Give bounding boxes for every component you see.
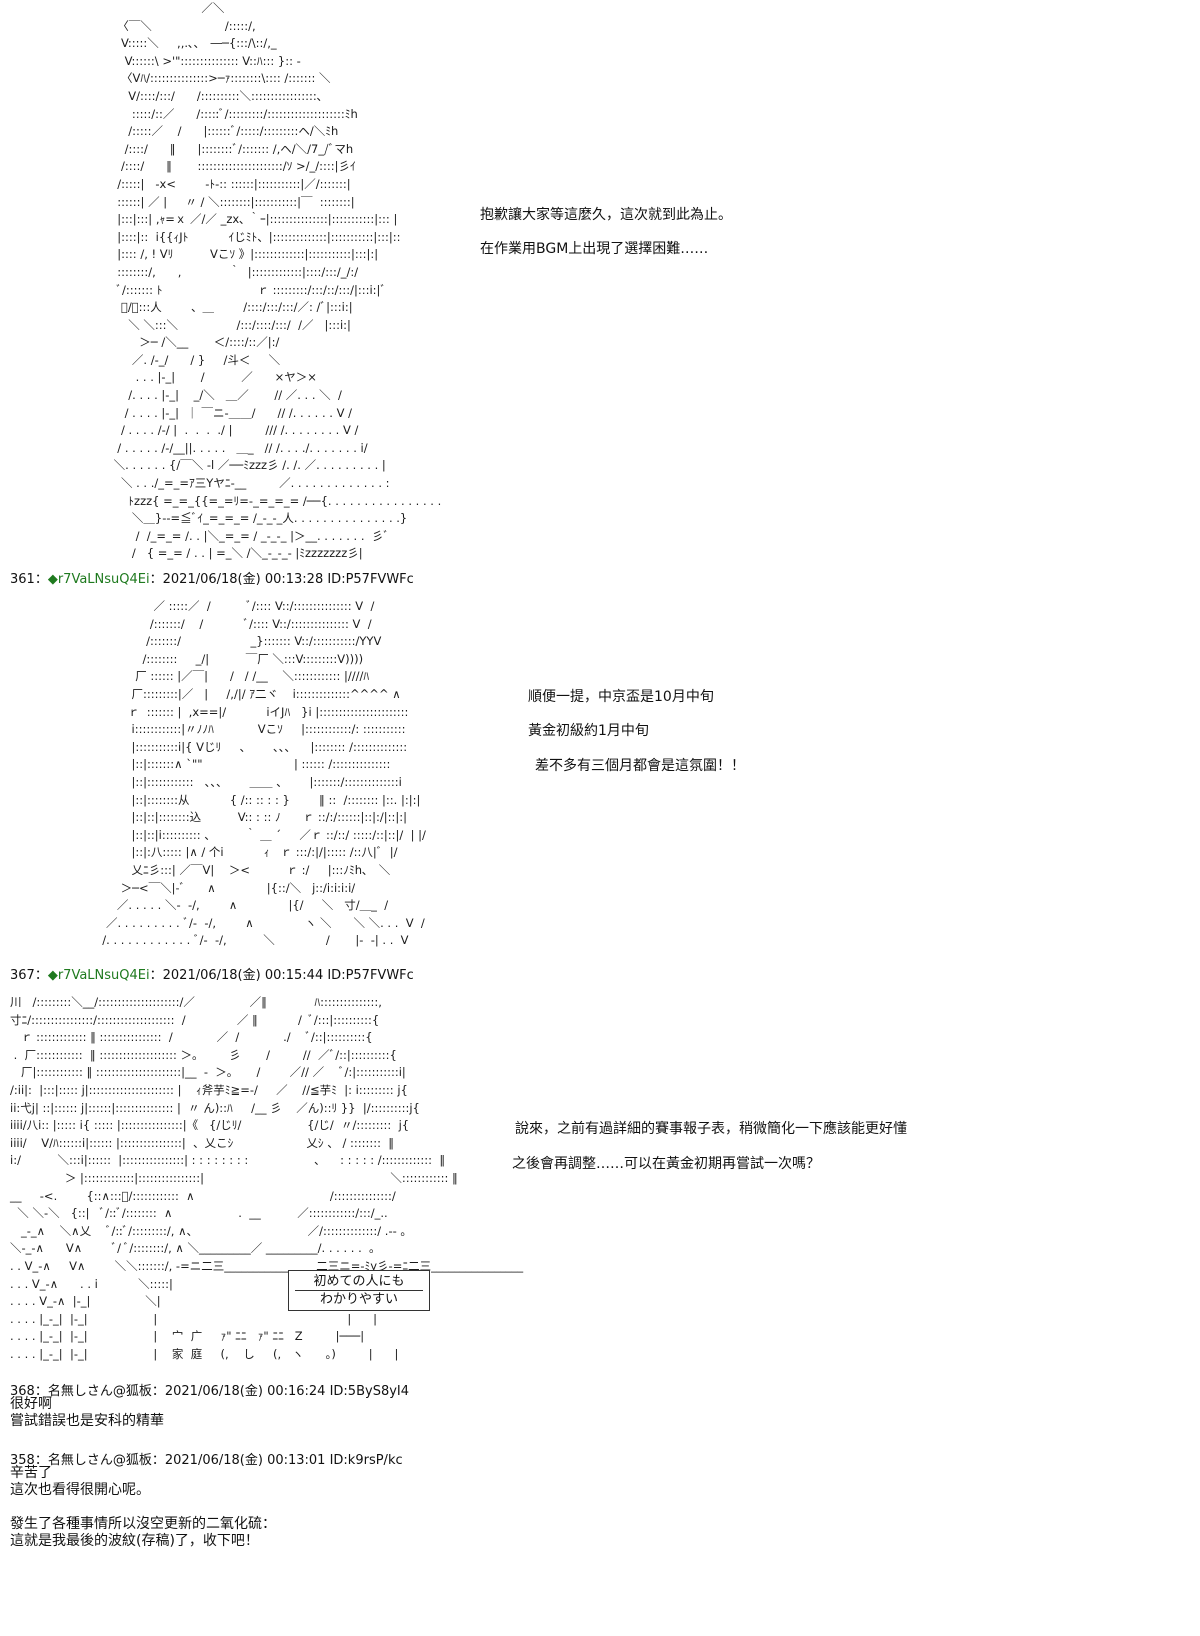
ascii-art-3: 川 /:::::::::＼__/:::::::::::::::::::::/／ … [10, 995, 524, 1361]
sign-line-2: わかりやすい [295, 1290, 423, 1308]
post-number: 361 [10, 572, 35, 587]
caption-chukyo: 順便一提，中京盃是10月中旬 [528, 689, 714, 705]
ascii-art-2: ／ :::::／ / ﾞ/:::: V::/::::::::::::::: V … [102, 599, 426, 948]
post-sep: ： [34, 1453, 48, 1468]
post-date: ：2021/06/18(金) 00:13:28 ID:P57FVWFc [149, 572, 414, 587]
post-number: 368 [10, 1384, 35, 1399]
post-body-368: 很好啊 嘗試錯誤也是安科的精華 [10, 1396, 164, 1429]
post-number: 358 [10, 1453, 35, 1468]
post-author: 名無しさん@狐板 [47, 1384, 152, 1399]
post-date: ：2021/06/18(金) 00:13:01 ID:k9rsP/kc [151, 1453, 403, 1468]
caption-bgm: 在作業用BGM上出現了選擇困難…… [480, 241, 709, 257]
post-header-368: 368：名無しさん@狐板：2021/06/18(金) 00:16:24 ID:5… [10, 1380, 409, 1399]
sign-line-1: 初めての人にも [313, 1274, 405, 1289]
caption-apology: 抱歉讓大家等這麼久，這次就到此為止。 [480, 207, 732, 223]
post-number: 367 [10, 968, 35, 983]
post-header-367: 367：◆r7VaLNsuQ4Ei：2021/06/18(金) 00:15:44… [10, 964, 414, 983]
post-date: ：2021/06/18(金) 00:16:24 ID:5ByS8yI4 [151, 1384, 410, 1399]
caption-three-months: 差不多有三個月都會是這氛圍！！ [535, 758, 745, 774]
post-author-trip[interactable]: ◆r7VaLNsuQ4Ei [47, 968, 150, 983]
post-author-trip[interactable]: ◆r7VaLNsuQ4Ei [47, 572, 150, 587]
post-sep: ： [34, 968, 48, 983]
post-date: ：2021/06/18(金) 00:15:44 ID:P57FVWFc [149, 968, 414, 983]
post-header-361: 361：◆r7VaLNsuQ4Ei：2021/06/18(金) 00:13:28… [10, 568, 414, 587]
post-body-358: 辛苦了 這次也看得很開心呢。 發生了各種事情所以沒空更新的二氧化硫： 這就是我最… [10, 1465, 276, 1549]
ascii-art-1: ／＼ 〈￣＼ /:::::/, V:::::＼ ,,.､､ ―─{:::/\::… [113, 1, 442, 561]
post-sep: ： [34, 572, 48, 587]
caption-schedule-table: 說來，之前有過詳細的賽事報子表，稍微簡化一下應該能更好懂 [515, 1121, 907, 1137]
post-author: 名無しさん@狐板 [47, 1453, 152, 1468]
easy-to-understand-sign: 初めての人にも わかりやすい [288, 1270, 430, 1311]
caption-adjust-later: 之後會再調整……可以在黃金初期再嘗試一次嗎？ [512, 1156, 820, 1172]
caption-gold-junior: 黃金初級約1月中旬 [528, 723, 649, 739]
post-sep: ： [34, 1384, 48, 1399]
post-header-358: 358：名無しさん@狐板：2021/06/18(金) 00:13:01 ID:k… [10, 1449, 403, 1468]
